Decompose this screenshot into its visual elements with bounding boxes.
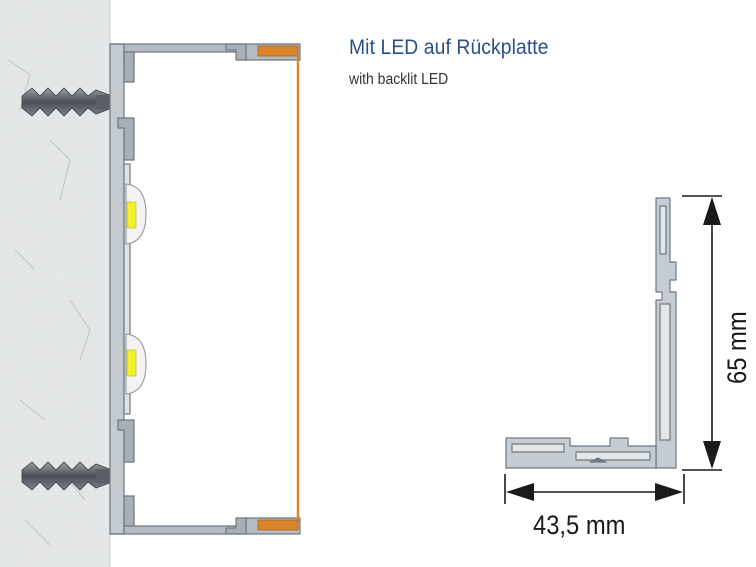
wall-anchor-top bbox=[21, 87, 113, 117]
dimension-height-label: 65 mm bbox=[722, 311, 752, 384]
dimension-line-width bbox=[504, 474, 685, 504]
dimensioned-profile bbox=[505, 197, 677, 469]
dimension-line-height bbox=[682, 195, 722, 471]
installed-profile-section bbox=[109, 43, 301, 535]
led-module-upper bbox=[125, 183, 147, 245]
cover-plate bbox=[257, 45, 300, 531]
dimension-width-label: 43,5 mm bbox=[533, 510, 626, 540]
subtitle: with backlit LED bbox=[349, 71, 449, 88]
led-module-lower bbox=[125, 333, 147, 395]
title: Mit LED auf Rückplatte bbox=[349, 36, 549, 59]
wall-anchor-bottom bbox=[21, 461, 113, 491]
